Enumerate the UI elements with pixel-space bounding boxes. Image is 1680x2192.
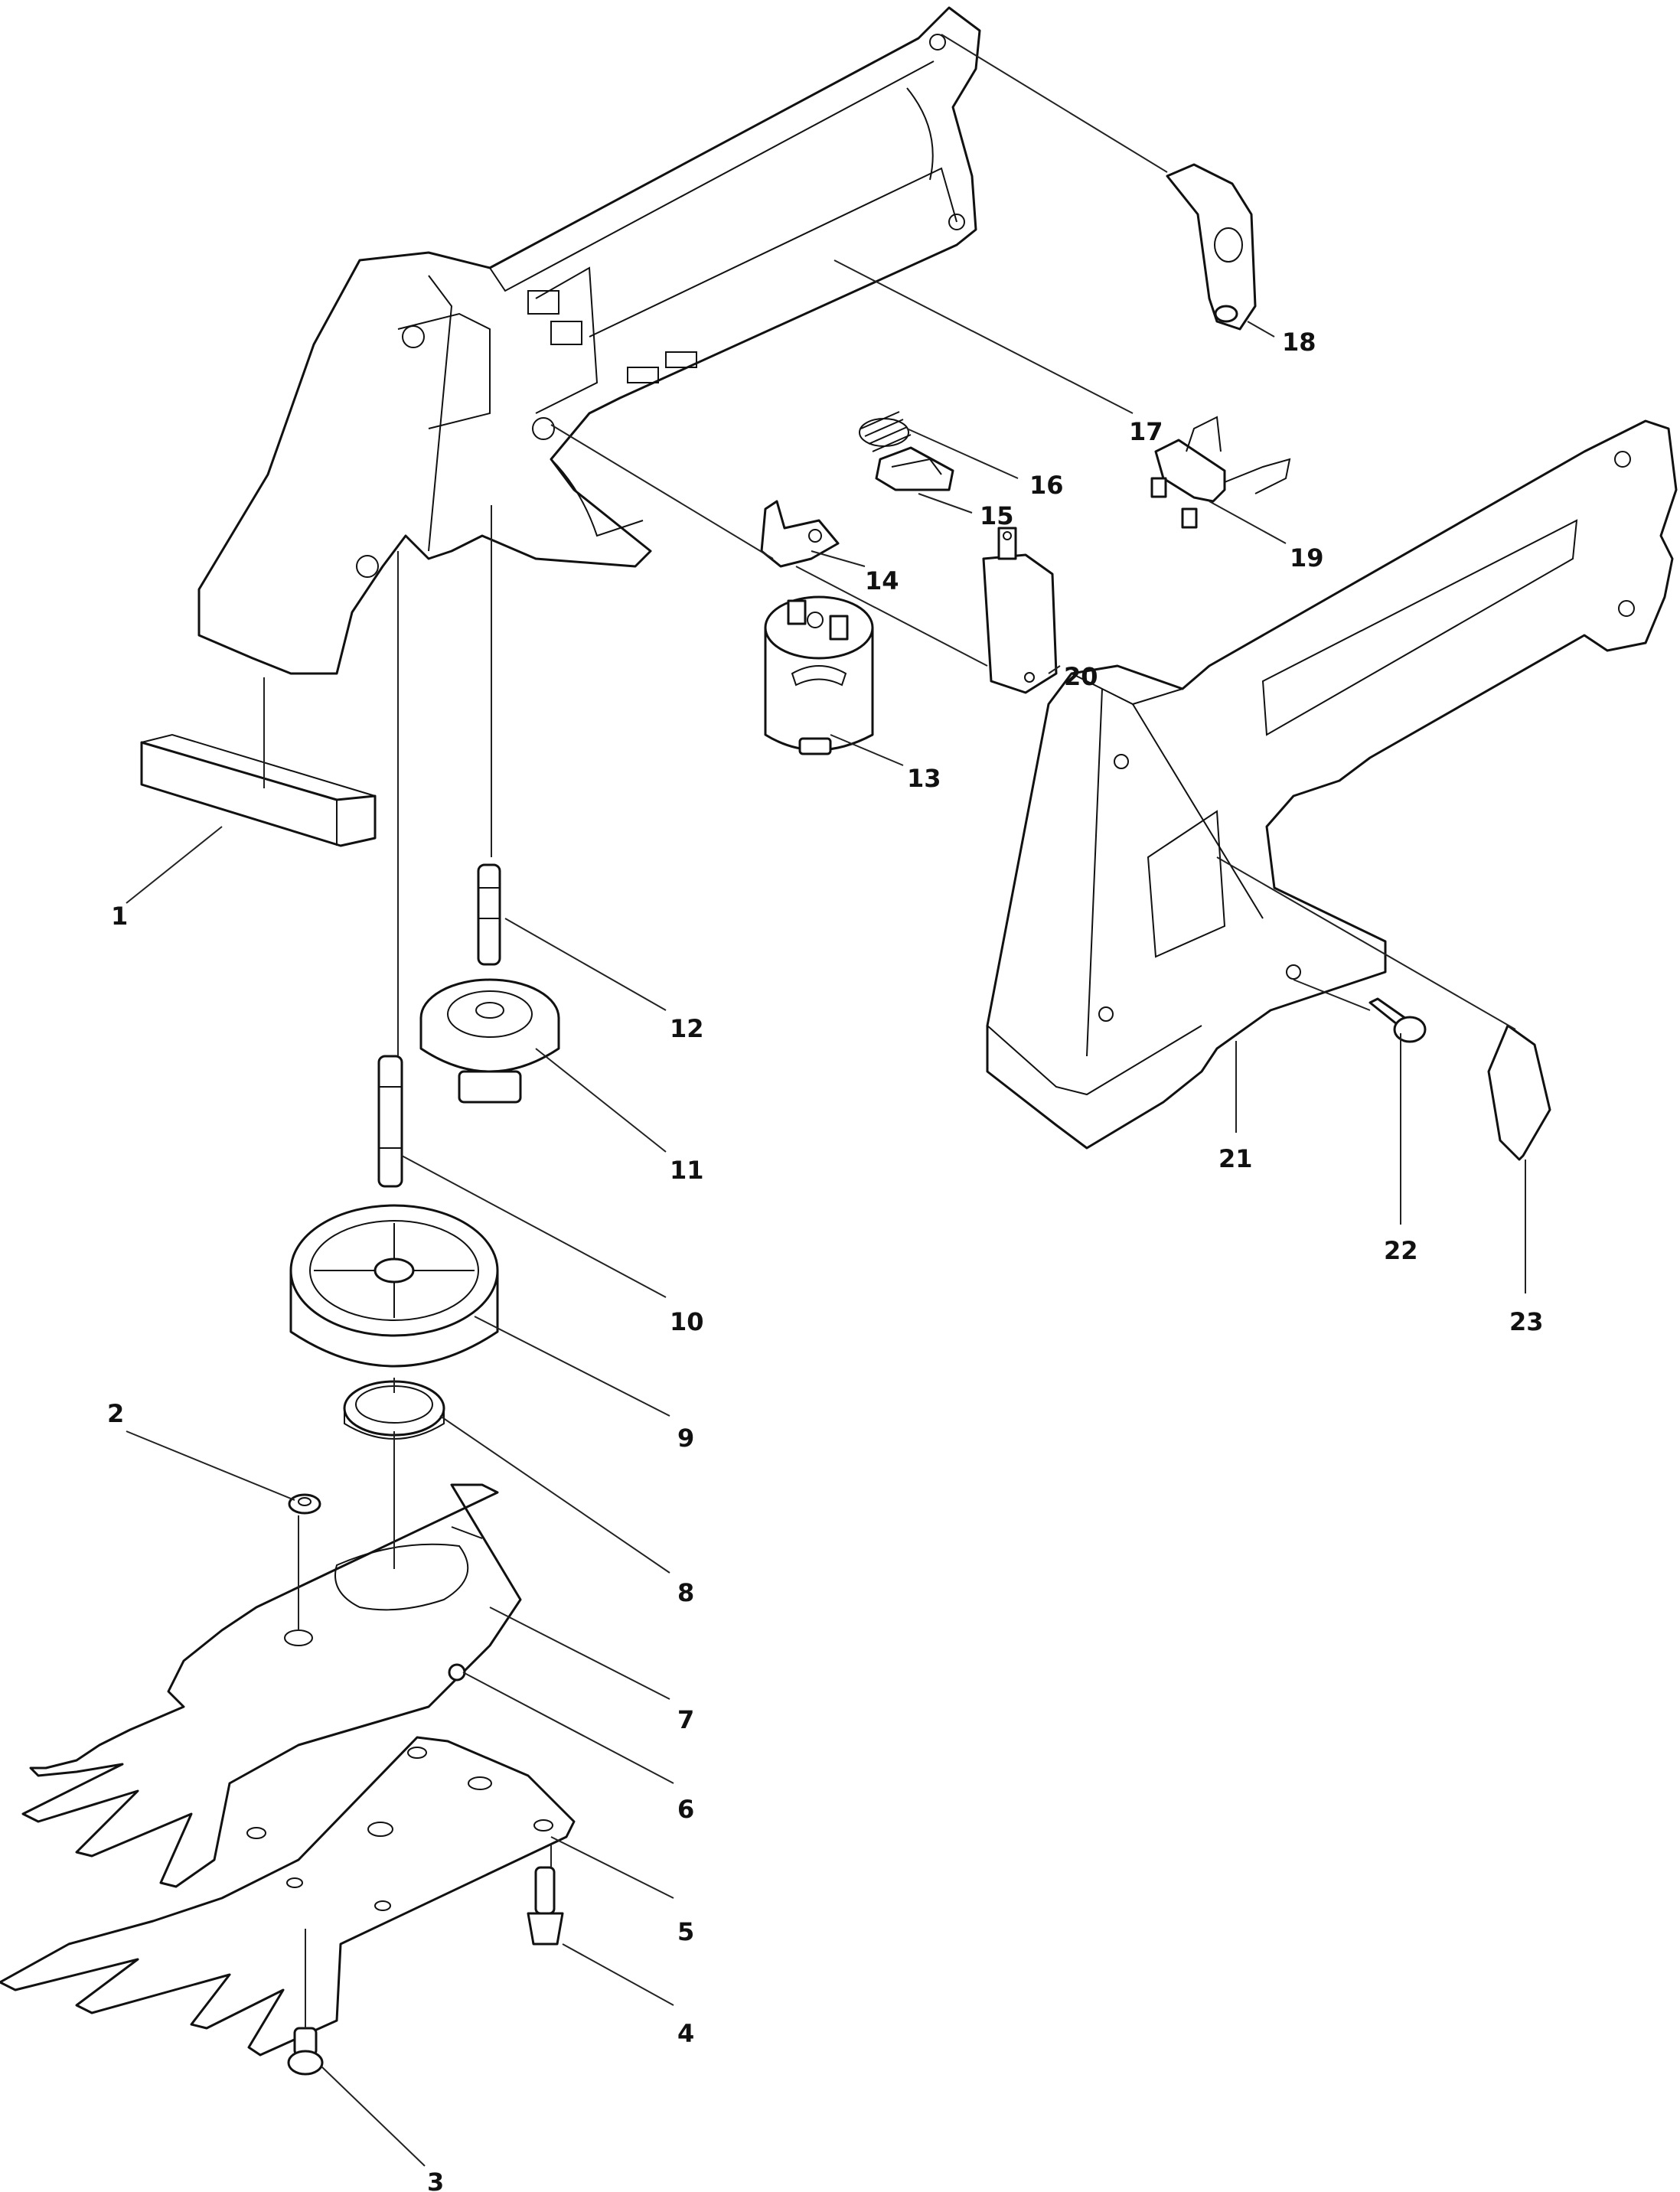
part-2-e-clip	[288, 1493, 321, 1515]
callout-14: 14	[865, 566, 899, 595]
callout-15: 15	[980, 501, 1014, 530]
part-15-lock-button	[875, 446, 954, 491]
part-1-block	[140, 733, 377, 847]
callout-8: 8	[677, 1578, 694, 1607]
callout-2: 2	[107, 1399, 124, 1428]
leader-lines	[126, 34, 1526, 2167]
part-7-upper-blade	[21, 1483, 522, 1888]
callout-19: 19	[1290, 543, 1324, 572]
part-10-pin	[377, 1055, 403, 1188]
part-12-pin	[477, 863, 501, 966]
callout-18: 18	[1282, 328, 1316, 357]
part-19-terminal-assembly	[1150, 416, 1291, 529]
part-16-spring	[859, 411, 912, 452]
part-5-lower-blade	[0, 1736, 576, 2057]
part-3-screw	[287, 2027, 324, 2076]
callout-21: 21	[1218, 1144, 1253, 1173]
callout-6: 6	[677, 1795, 694, 1824]
callout-4: 4	[677, 2019, 694, 2048]
callout-3: 3	[427, 2168, 444, 2192]
part-9-large-gear	[289, 1204, 499, 1368]
part-21-housing-right	[986, 419, 1678, 1150]
part-22-tapping-screw	[1368, 997, 1427, 1043]
callout-11: 11	[670, 1156, 704, 1185]
part-4-screw	[527, 1866, 564, 1946]
part-20-micro-switch	[982, 527, 1058, 694]
callout-10: 10	[670, 1307, 704, 1336]
part-6-steel-ball	[448, 1663, 466, 1682]
callout-22: 22	[1384, 1236, 1418, 1265]
callout-5: 5	[677, 1917, 694, 1946]
part-23-name-plate	[1487, 1024, 1551, 1161]
callout-1: 1	[111, 902, 128, 931]
callout-9: 9	[677, 1424, 694, 1453]
callout-23: 23	[1509, 1307, 1544, 1336]
callout-12: 12	[670, 1014, 704, 1043]
callout-20: 20	[1064, 662, 1098, 691]
part-11-pinion-gear	[419, 978, 560, 1104]
part-14-switch-lever	[760, 500, 840, 568]
callout-13: 13	[907, 764, 941, 793]
part-13-motor	[764, 595, 874, 755]
part-18-terminal-clip	[1166, 163, 1257, 331]
callouts: 1 2 3 4 5 6 7 8 9 10 11 12 13 14 15 16 1…	[107, 328, 1544, 2192]
callout-17: 17	[1129, 417, 1163, 446]
part-17-housing-left	[197, 6, 981, 675]
callout-7: 7	[677, 1705, 694, 1734]
callout-16: 16	[1029, 471, 1064, 500]
